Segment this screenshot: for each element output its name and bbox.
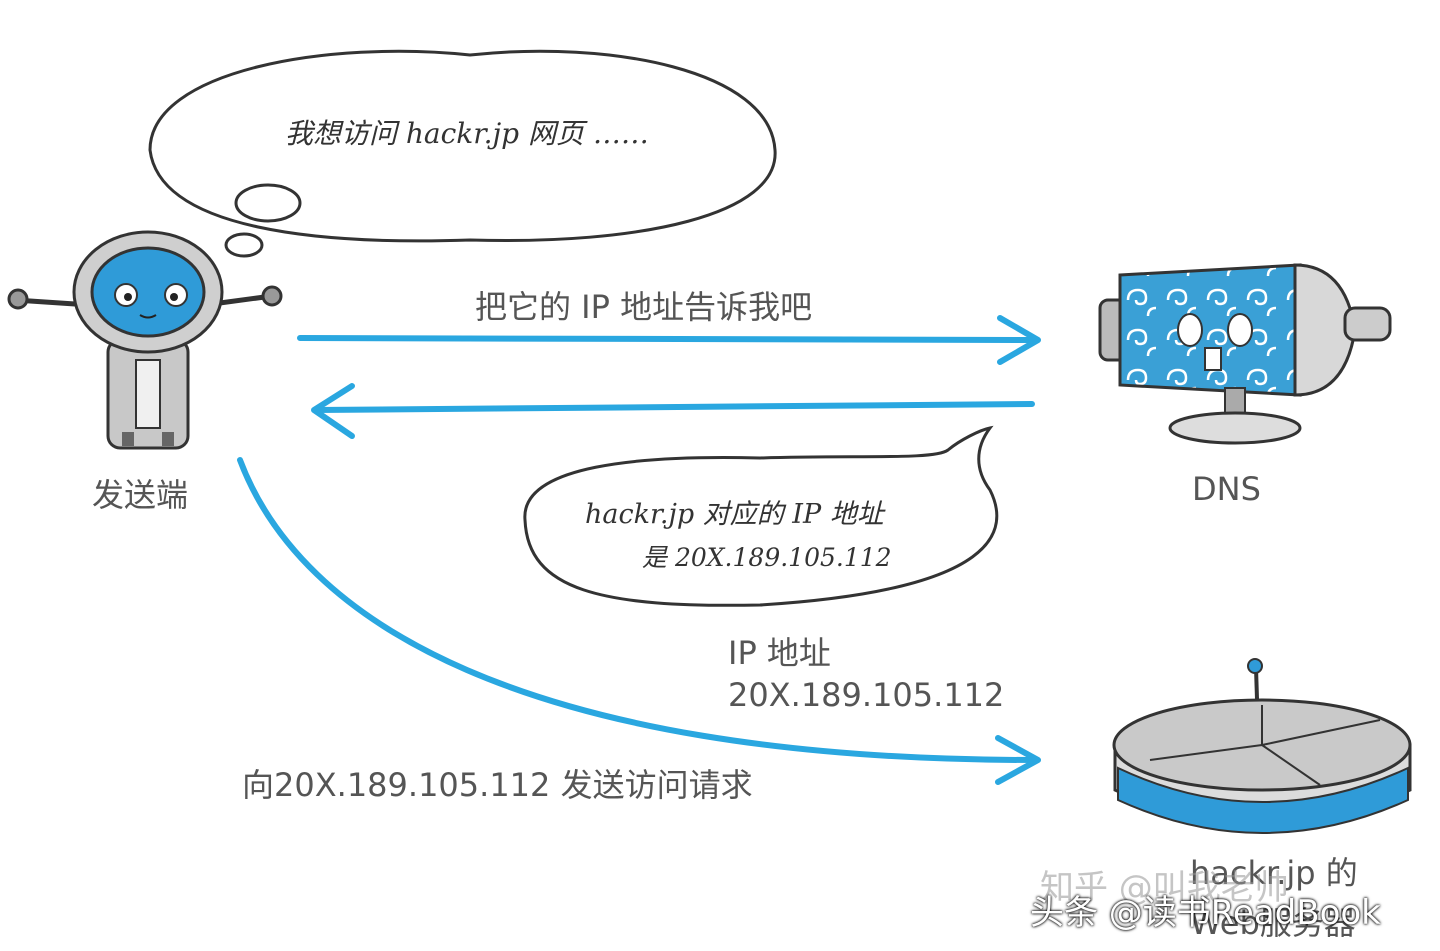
reply-bubble-line2: 是 20X.189.105.112 [642,543,892,572]
arrow-request-ip [297,315,1041,365]
arrow-access-request [237,457,1041,785]
dns-server-icon [1098,263,1392,445]
reply-speech-bubble [523,425,999,607]
ip-note-line2: 20X.189.105.112 [728,676,1005,714]
sender-robot-icon [7,230,283,450]
thought-bubble [148,49,777,258]
ip-note-line1: IP 地址 [728,634,831,672]
zhihu-watermark: 知乎 @叫我老帅 [1040,868,1289,908]
sender-label: 发送端 [92,476,189,514]
web-server-icon [1112,658,1412,834]
toutiao-watermark: 头条 @读书ReadBook [1030,893,1381,933]
web-server-label-line2: Web服务器 [1190,904,1356,942]
reply-bubble-line1: hackr.jp 对应的 IP 地址 [585,499,884,530]
access-request-label: 向20X.189.105.112 发送访问请求 [242,766,753,804]
arrow-return-ip [311,383,1035,439]
request-ip-label: 把它的 IP 地址告诉我吧 [475,288,813,326]
web-server-label-line1: hackr.jp 的 [1190,854,1358,892]
thought-bubble-text: 我想访问 hackr.jp 网页 …… [285,117,649,150]
dns-label: DNS [1192,470,1261,508]
